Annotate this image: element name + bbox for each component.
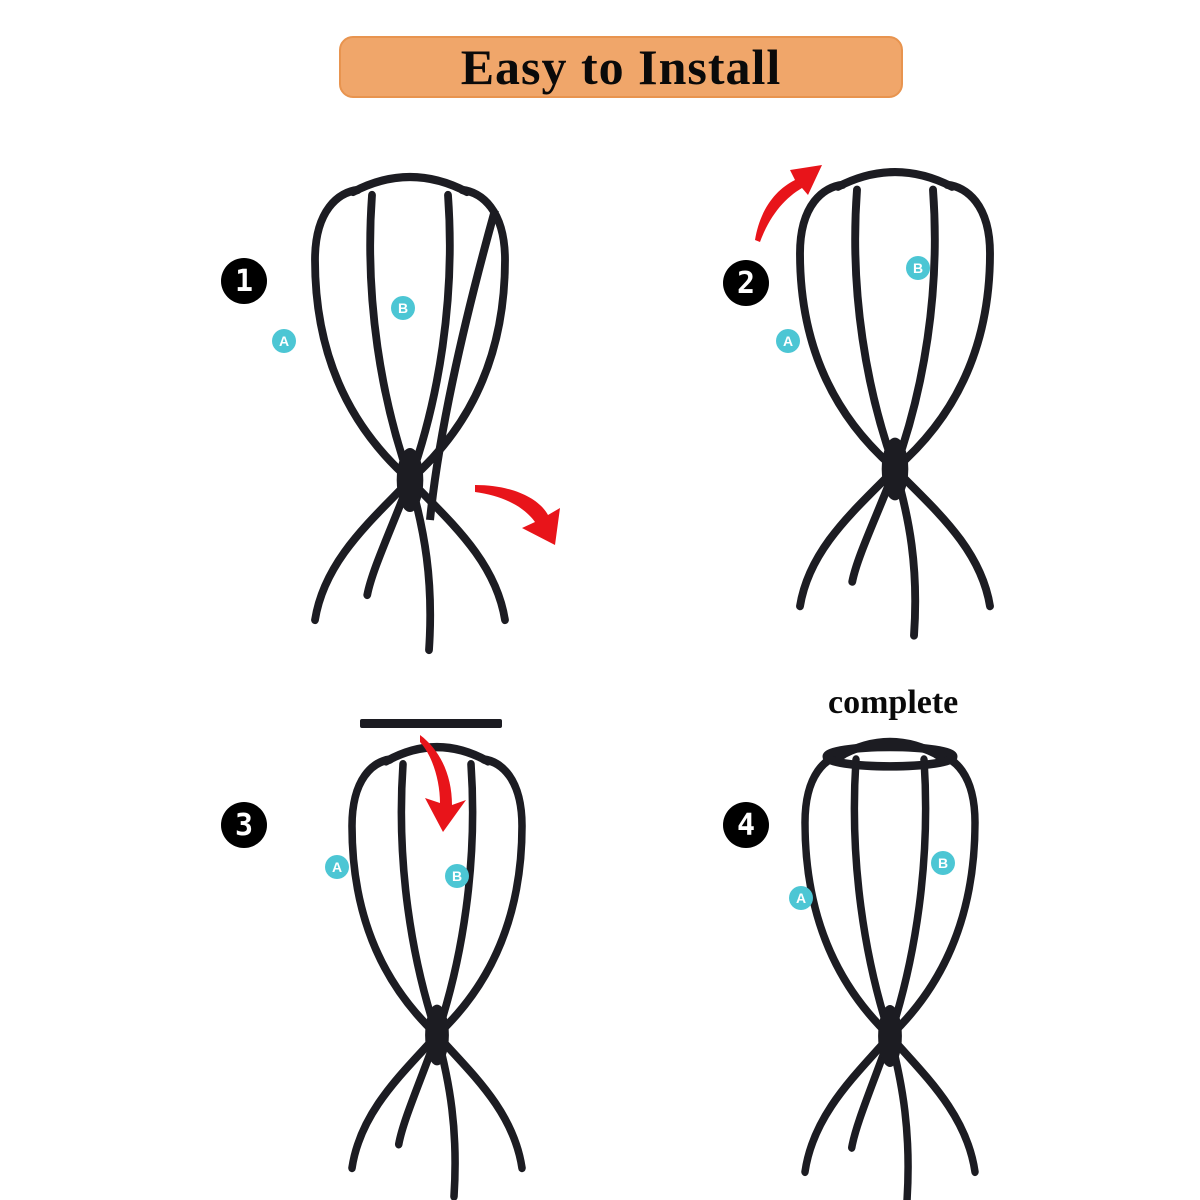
stand-step-2 — [796, 168, 994, 640]
title-banner: Easy to Install — [339, 36, 903, 98]
part-a-label: A — [325, 855, 349, 879]
stand-step-1 — [311, 172, 509, 655]
stand-rib — [886, 755, 930, 1041]
stand-rib — [433, 1030, 526, 1173]
stand-rib — [851, 185, 899, 474]
stand-rib — [796, 180, 899, 474]
stand-rib — [796, 464, 899, 611]
stand-rib — [366, 190, 414, 485]
stand-rib — [397, 760, 441, 1040]
stand-rib — [891, 464, 994, 611]
red-curved-arrow-up-right — [755, 165, 822, 242]
stand-rib — [348, 755, 441, 1040]
stand-rib — [891, 185, 939, 474]
stand-rib — [834, 168, 956, 191]
stand-rib — [850, 755, 894, 1041]
stand-rib-b — [426, 208, 499, 521]
step-4-badge: 4 — [723, 802, 769, 848]
stand-rib — [891, 180, 994, 474]
stand-rib — [311, 475, 414, 625]
stand-joint — [425, 1004, 449, 1066]
stand-rib — [406, 185, 509, 485]
part-a-label: A — [776, 329, 800, 353]
step-3-badge: 3 — [221, 802, 267, 848]
stand-rib — [886, 1031, 979, 1177]
part-a-label: A — [789, 886, 813, 910]
stand-joint — [881, 437, 909, 501]
stand-rib — [433, 755, 526, 1040]
part-a-label: A — [272, 329, 296, 353]
stand-step-4 — [801, 737, 979, 1200]
top-plate — [360, 719, 502, 728]
part-b-label: B — [906, 256, 930, 280]
stand-rib — [801, 1031, 894, 1177]
stand-rib — [311, 185, 414, 485]
red-curved-arrow-down — [420, 735, 466, 832]
stand-rib — [406, 475, 509, 625]
stand-rib — [382, 743, 492, 766]
part-b-label: B — [391, 296, 415, 320]
stand-joint — [396, 448, 424, 512]
stand-rib — [348, 1030, 441, 1173]
title: Easy to Install — [460, 39, 782, 95]
red-curved-arrow-down-right — [475, 485, 560, 545]
step-2-badge: 2 — [723, 260, 769, 306]
stand-rib — [406, 190, 454, 485]
stand-rib — [801, 750, 894, 1041]
stand-joint — [878, 1004, 902, 1068]
stand-rib — [349, 172, 471, 197]
stand-step-3 — [348, 743, 526, 1200]
top-plate — [822, 742, 958, 771]
stand-rib — [433, 760, 477, 1040]
step-1-badge: 1 — [221, 258, 267, 304]
part-b-label: B — [445, 864, 469, 888]
stand-rib — [886, 750, 979, 1041]
complete-label: complete — [828, 684, 959, 721]
part-b-label: B — [931, 851, 955, 875]
